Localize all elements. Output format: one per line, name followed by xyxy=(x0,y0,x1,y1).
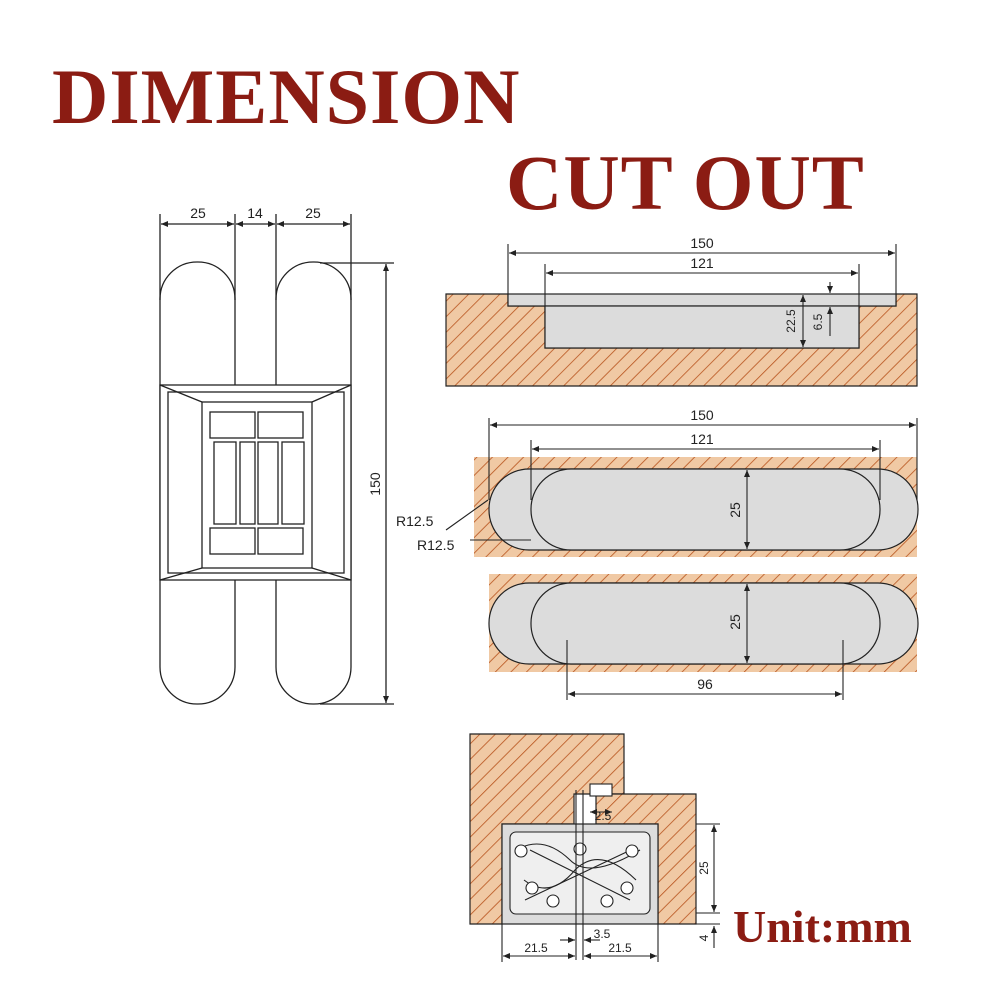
top-dim-inner: 121 xyxy=(690,431,714,447)
cutout-screw-view xyxy=(488,574,919,700)
hinge-dim-middle: 14 xyxy=(247,205,263,221)
section-dim-offset: 4 xyxy=(697,934,711,941)
top-radius-inner: R12.5 xyxy=(417,537,455,553)
hinge-dim-right: 25 xyxy=(305,205,321,221)
section-dim-right: 21.5 xyxy=(608,941,632,955)
hinge-dim-left: 25 xyxy=(190,205,206,221)
title-dimension: DIMENSION xyxy=(52,53,521,140)
section-dim-gap: 2.5 xyxy=(595,809,612,823)
top-radius-outer: R12.5 xyxy=(396,513,434,529)
side-dim-total: 150 xyxy=(690,235,714,251)
title-cut-out: CUT OUT xyxy=(506,139,865,226)
unit-label: Unit:mm xyxy=(733,901,912,952)
side-dim-flange: 6.5 xyxy=(811,313,825,330)
side-dim-depth: 22.5 xyxy=(784,309,798,333)
side-dim-inner: 121 xyxy=(690,255,714,271)
section-dim-left: 21.5 xyxy=(524,941,548,955)
top-dim-width: 25 xyxy=(727,502,743,518)
section-dim-center: 3.5 xyxy=(594,927,611,941)
screw-dim-width: 25 xyxy=(727,614,743,630)
hinge-section-view xyxy=(469,733,720,962)
hinge-dim-height: 150 xyxy=(367,472,383,496)
section-dim-height: 25 xyxy=(697,861,711,875)
screw-dim-spacing: 96 xyxy=(697,676,713,692)
hinge-front-view xyxy=(159,214,394,705)
cutout-top-view xyxy=(445,418,919,557)
top-dim-total: 150 xyxy=(690,407,714,423)
cutout-side-section xyxy=(445,244,918,387)
